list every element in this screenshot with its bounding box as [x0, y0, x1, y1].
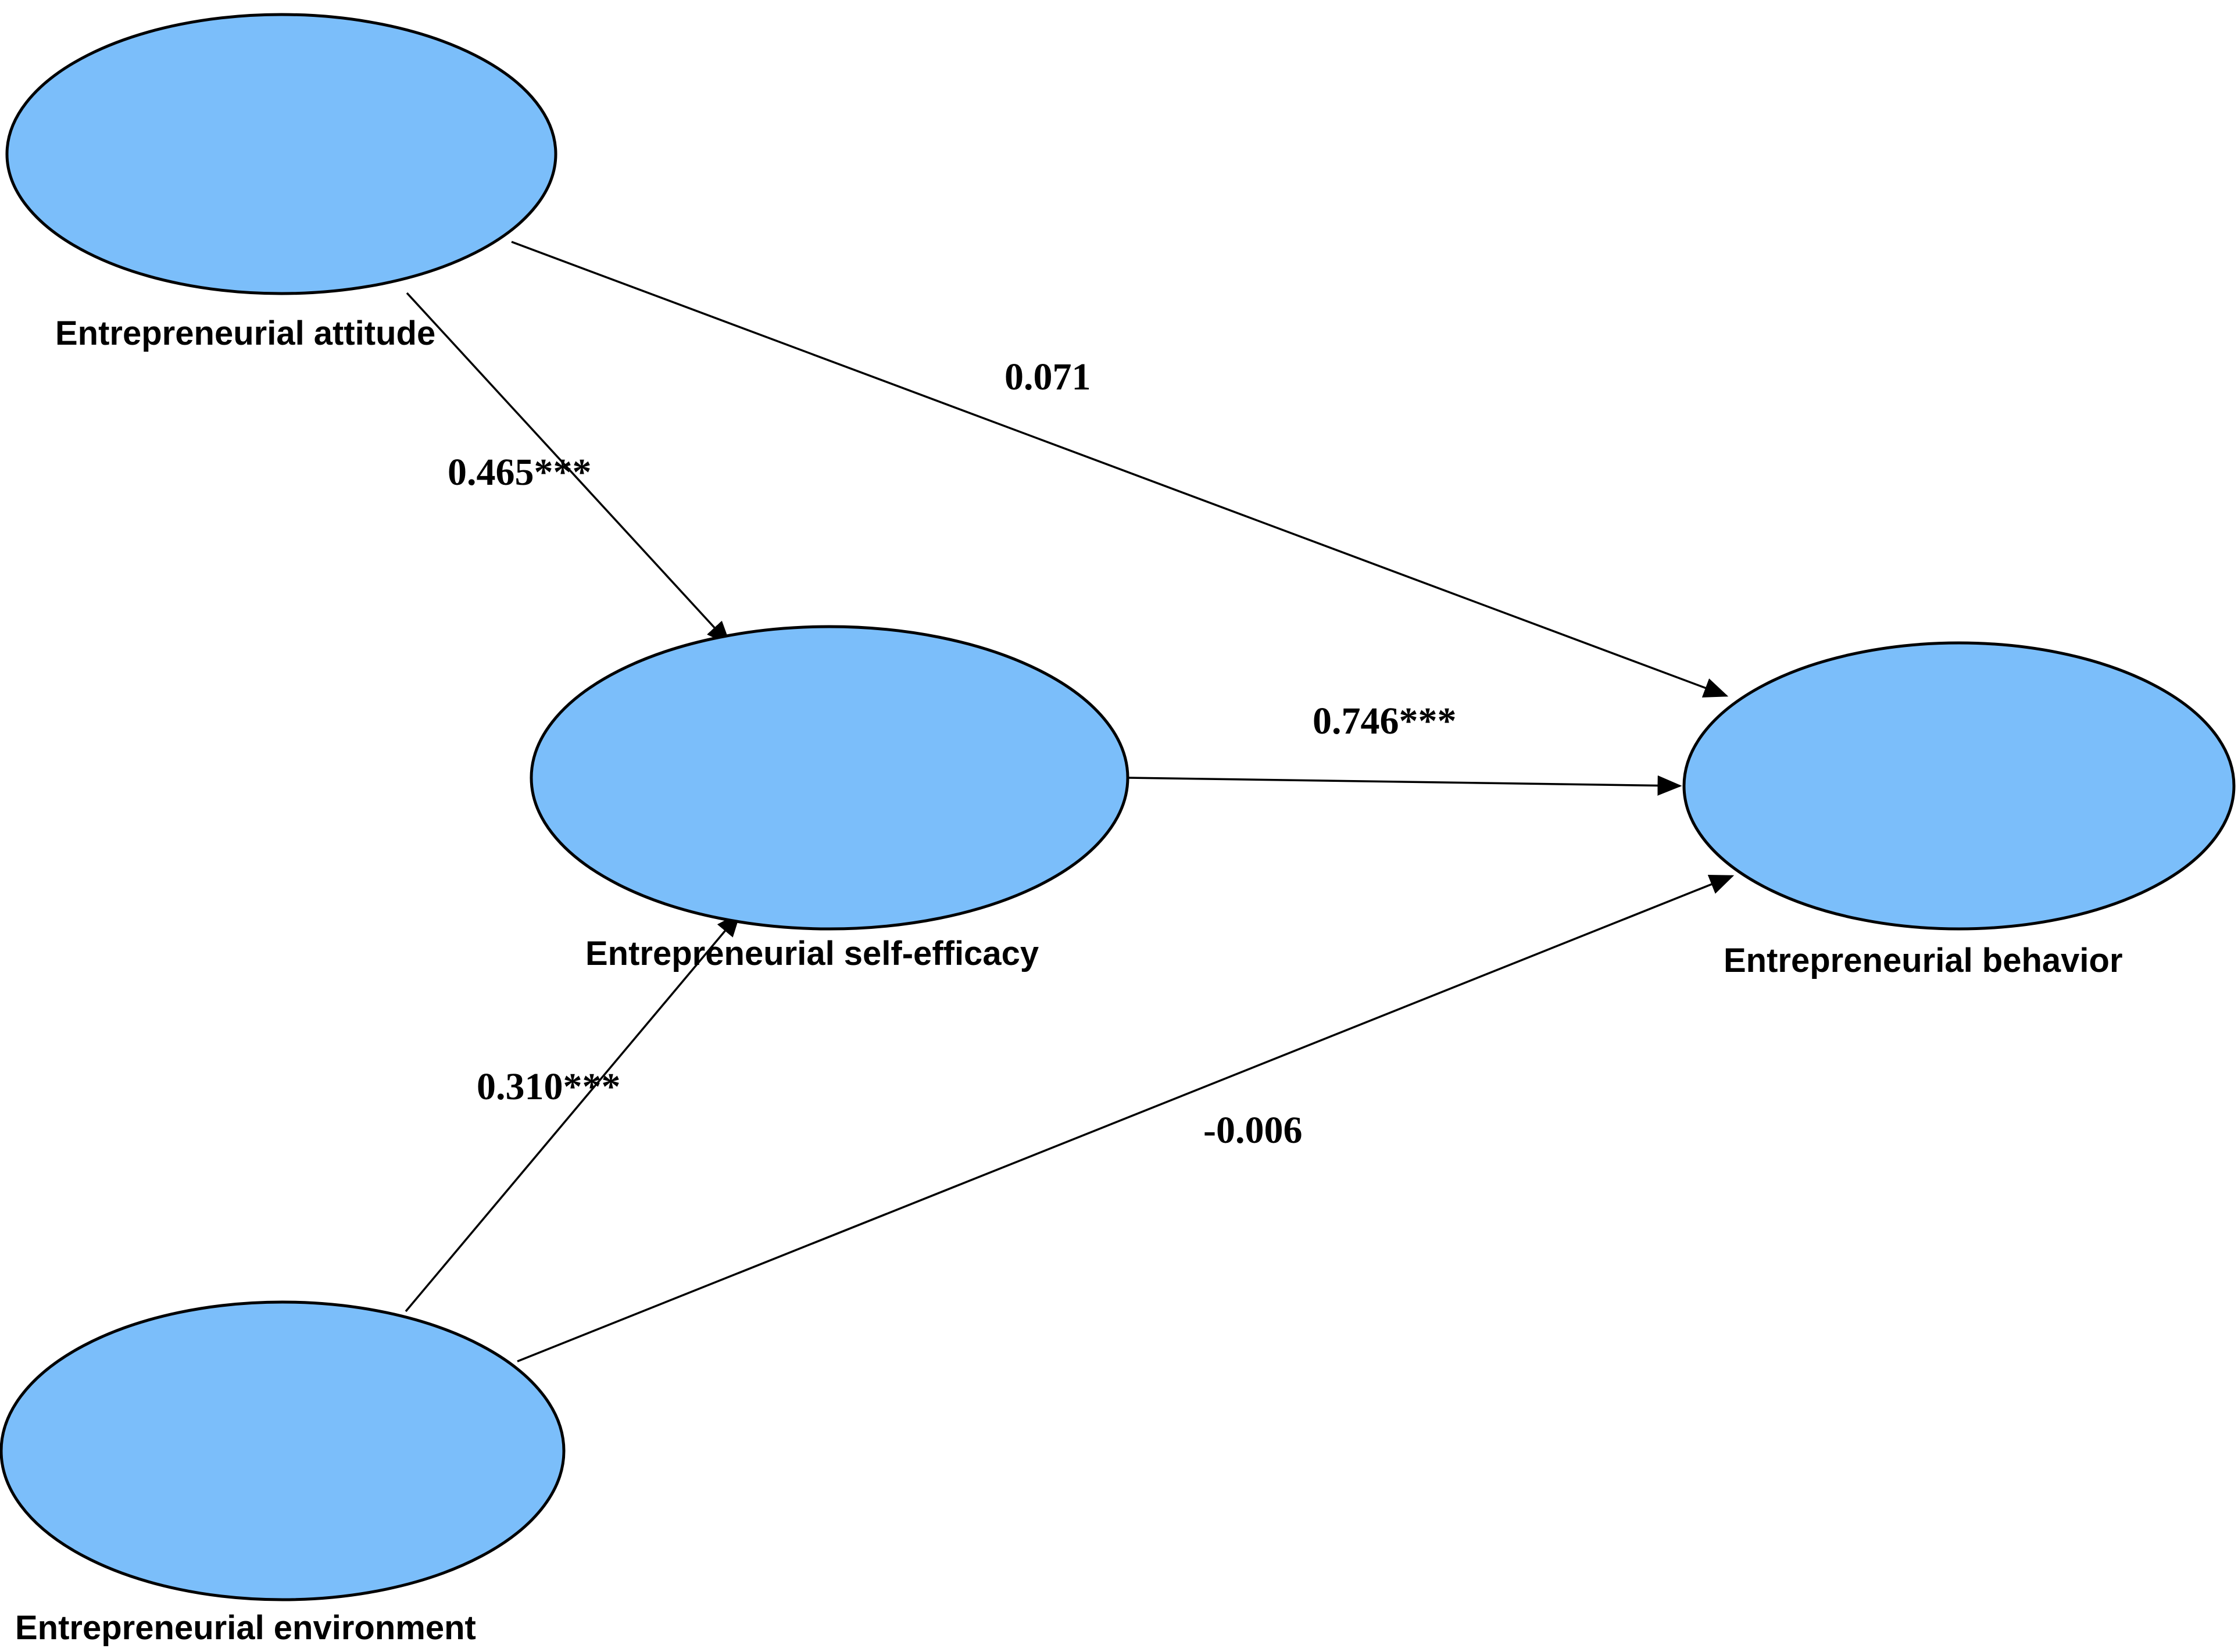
label-attitude: Entrepreneurial attitude — [55, 314, 435, 352]
coef-environment-to-behavior: -0.006 — [1203, 1109, 1302, 1152]
edge-environment-to-self-efficacy — [405, 912, 741, 1313]
coef-self-efficacy-to-behavior: 0.746*** — [1313, 700, 1457, 742]
coef-attitude-to-self-efficacy: 0.465*** — [448, 451, 592, 494]
edges — [405, 241, 1735, 1363]
edge-self-efficacy-to-behavior — [1127, 775, 1682, 796]
node-attitude — [5, 13, 557, 295]
label-self-efficacy: Entrepreneurial self-efficacy — [585, 935, 1039, 972]
node-behavior — [1682, 641, 2236, 931]
edge-environment-to-behavior — [517, 875, 1735, 1363]
edge-attitude-to-self-efficacy — [406, 292, 731, 646]
coef-environment-to-self-efficacy: 0.310*** — [477, 1065, 621, 1108]
coef-attitude-to-behavior: 0.071 — [1004, 356, 1091, 398]
label-behavior: Entrepreneurial behavior — [1724, 942, 2123, 979]
node-labels: Entrepreneurial attitude Entrepreneurial… — [15, 314, 2123, 1647]
node-environment — [0, 1300, 566, 1601]
nodes — [0, 13, 2236, 1601]
edge-labels: 0.465*** 0.071 0.746*** 0.310*** -0.006 — [448, 356, 1457, 1152]
label-environment: Entrepreneurial environment — [15, 1609, 476, 1647]
edge-attitude-to-behavior — [511, 241, 1729, 698]
node-self-efficacy — [530, 625, 1129, 931]
